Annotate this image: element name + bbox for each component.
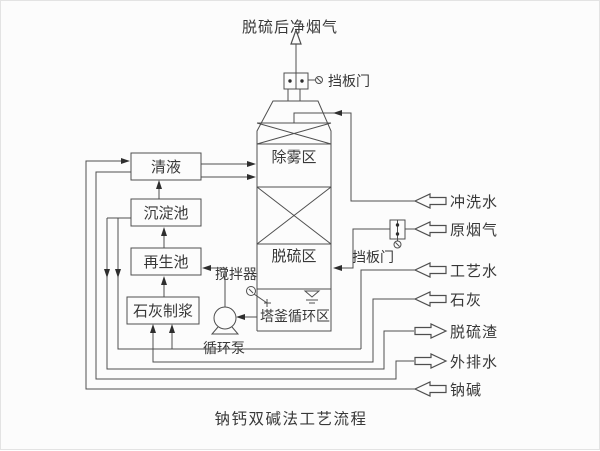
lime-arrow-icon — [413, 291, 447, 307]
demister-zone-label: 除雾区 — [271, 149, 316, 166]
flush-water-arrow-icon — [413, 193, 447, 209]
pump-icon — [213, 306, 237, 330]
regeneration-tank-label: 再生池 — [143, 254, 188, 271]
inlet-damper-label: 挡板门 — [352, 250, 394, 266]
absorber-tower: 除雾区 脱硫区 塔釜循环区 — [256, 89, 332, 332]
agitator: 搅拌器 — [215, 267, 271, 307]
right-pipe-network: 挡板门 — [150, 110, 415, 363]
demister-pad — [256, 122, 332, 145]
clean-gas-label: 脱硫后净烟气 — [242, 19, 338, 36]
tank-boxes: 清液 沉淀池 再生池 石灰制浆 — [126, 152, 202, 325]
drain-water-arrow-icon — [414, 353, 448, 369]
settling-tank — [130, 198, 202, 227]
clean-gas-arrow-icon — [290, 28, 302, 45]
damper-actuator-icon — [315, 76, 323, 84]
packing-section — [256, 186, 332, 245]
top-outlet-damper: 挡板门 脱硫后净烟气 — [242, 19, 370, 90]
raw-flue-gas-label: 原烟气 — [450, 222, 498, 239]
tower-shell — [256, 89, 332, 332]
clear-liquid-tank — [130, 152, 202, 181]
stream-terminals: 冲洗水 原烟气 工艺水 石灰 脱硫渣 外排水 钠碱 — [413, 193, 498, 399]
flush-water-label: 冲洗水 — [450, 194, 498, 211]
clear-liquid-label: 清液 — [151, 159, 181, 176]
raw-flue-gas-arrow-icon — [413, 221, 447, 237]
sodium-alkali-label: 钠碱 — [450, 382, 482, 399]
absorption-zone-label: 脱硫区 — [271, 248, 316, 265]
process-water-label: 工艺水 — [450, 263, 498, 280]
agitator-motor-icon — [246, 286, 256, 296]
top-damper-label: 挡板门 — [328, 74, 370, 90]
sodium-alkali-arrow-icon — [413, 381, 447, 397]
diagram-caption: 钠钙双碱法工艺流程 — [214, 410, 367, 428]
drain-water-label: 外排水 — [450, 354, 498, 371]
agitator-label: 搅拌器 — [215, 267, 257, 283]
spray-feed-lines — [201, 161, 256, 180]
regeneration-tank — [130, 247, 202, 276]
left-pipe-network — [85, 158, 415, 390]
liquid-level-icon — [303, 290, 321, 304]
inlet-damper-icon — [389, 219, 406, 249]
desulf-slag-label: 脱硫渣 — [450, 324, 498, 341]
lime-slurry-tank — [126, 296, 200, 325]
process-water-arrow-icon — [413, 262, 447, 278]
desulf-slag-arrow-icon — [414, 323, 448, 339]
settling-tank-label: 沉淀池 — [143, 205, 188, 222]
lime-label: 石灰 — [450, 292, 482, 309]
lime-slurry-label: 石灰制浆 — [133, 302, 193, 320]
sump-zone-label: 塔釜循环区 — [260, 309, 330, 325]
